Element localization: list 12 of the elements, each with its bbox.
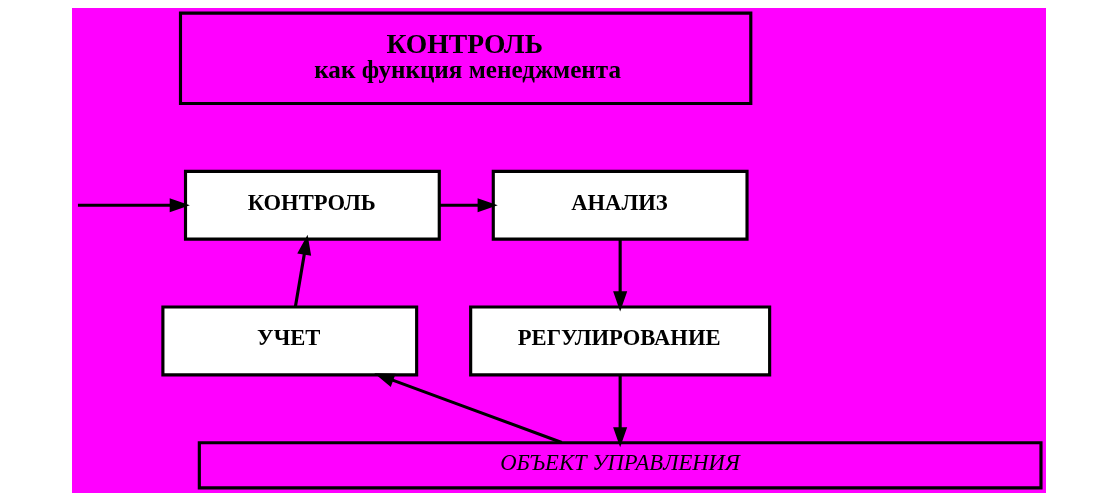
arrow bbox=[613, 375, 628, 448]
node-box: ОБЪЕКТ УПРАВЛЕНИЯ bbox=[197, 441, 1043, 490]
node-box: КОНТРОЛЬ как функция менеджмента bbox=[178, 11, 753, 106]
arrow bbox=[613, 239, 628, 312]
node-box: УЧЕТ bbox=[161, 305, 419, 377]
node-box: АНАЛИЗ bbox=[491, 169, 749, 241]
arrow bbox=[293, 234, 312, 307]
arrow bbox=[77, 198, 190, 213]
node-box: РЕГУЛИРОВАНИЕ bbox=[469, 305, 772, 377]
arrow bbox=[439, 198, 498, 213]
node-box: КОНТРОЛЬ bbox=[183, 169, 441, 241]
arrow bbox=[374, 373, 563, 444]
